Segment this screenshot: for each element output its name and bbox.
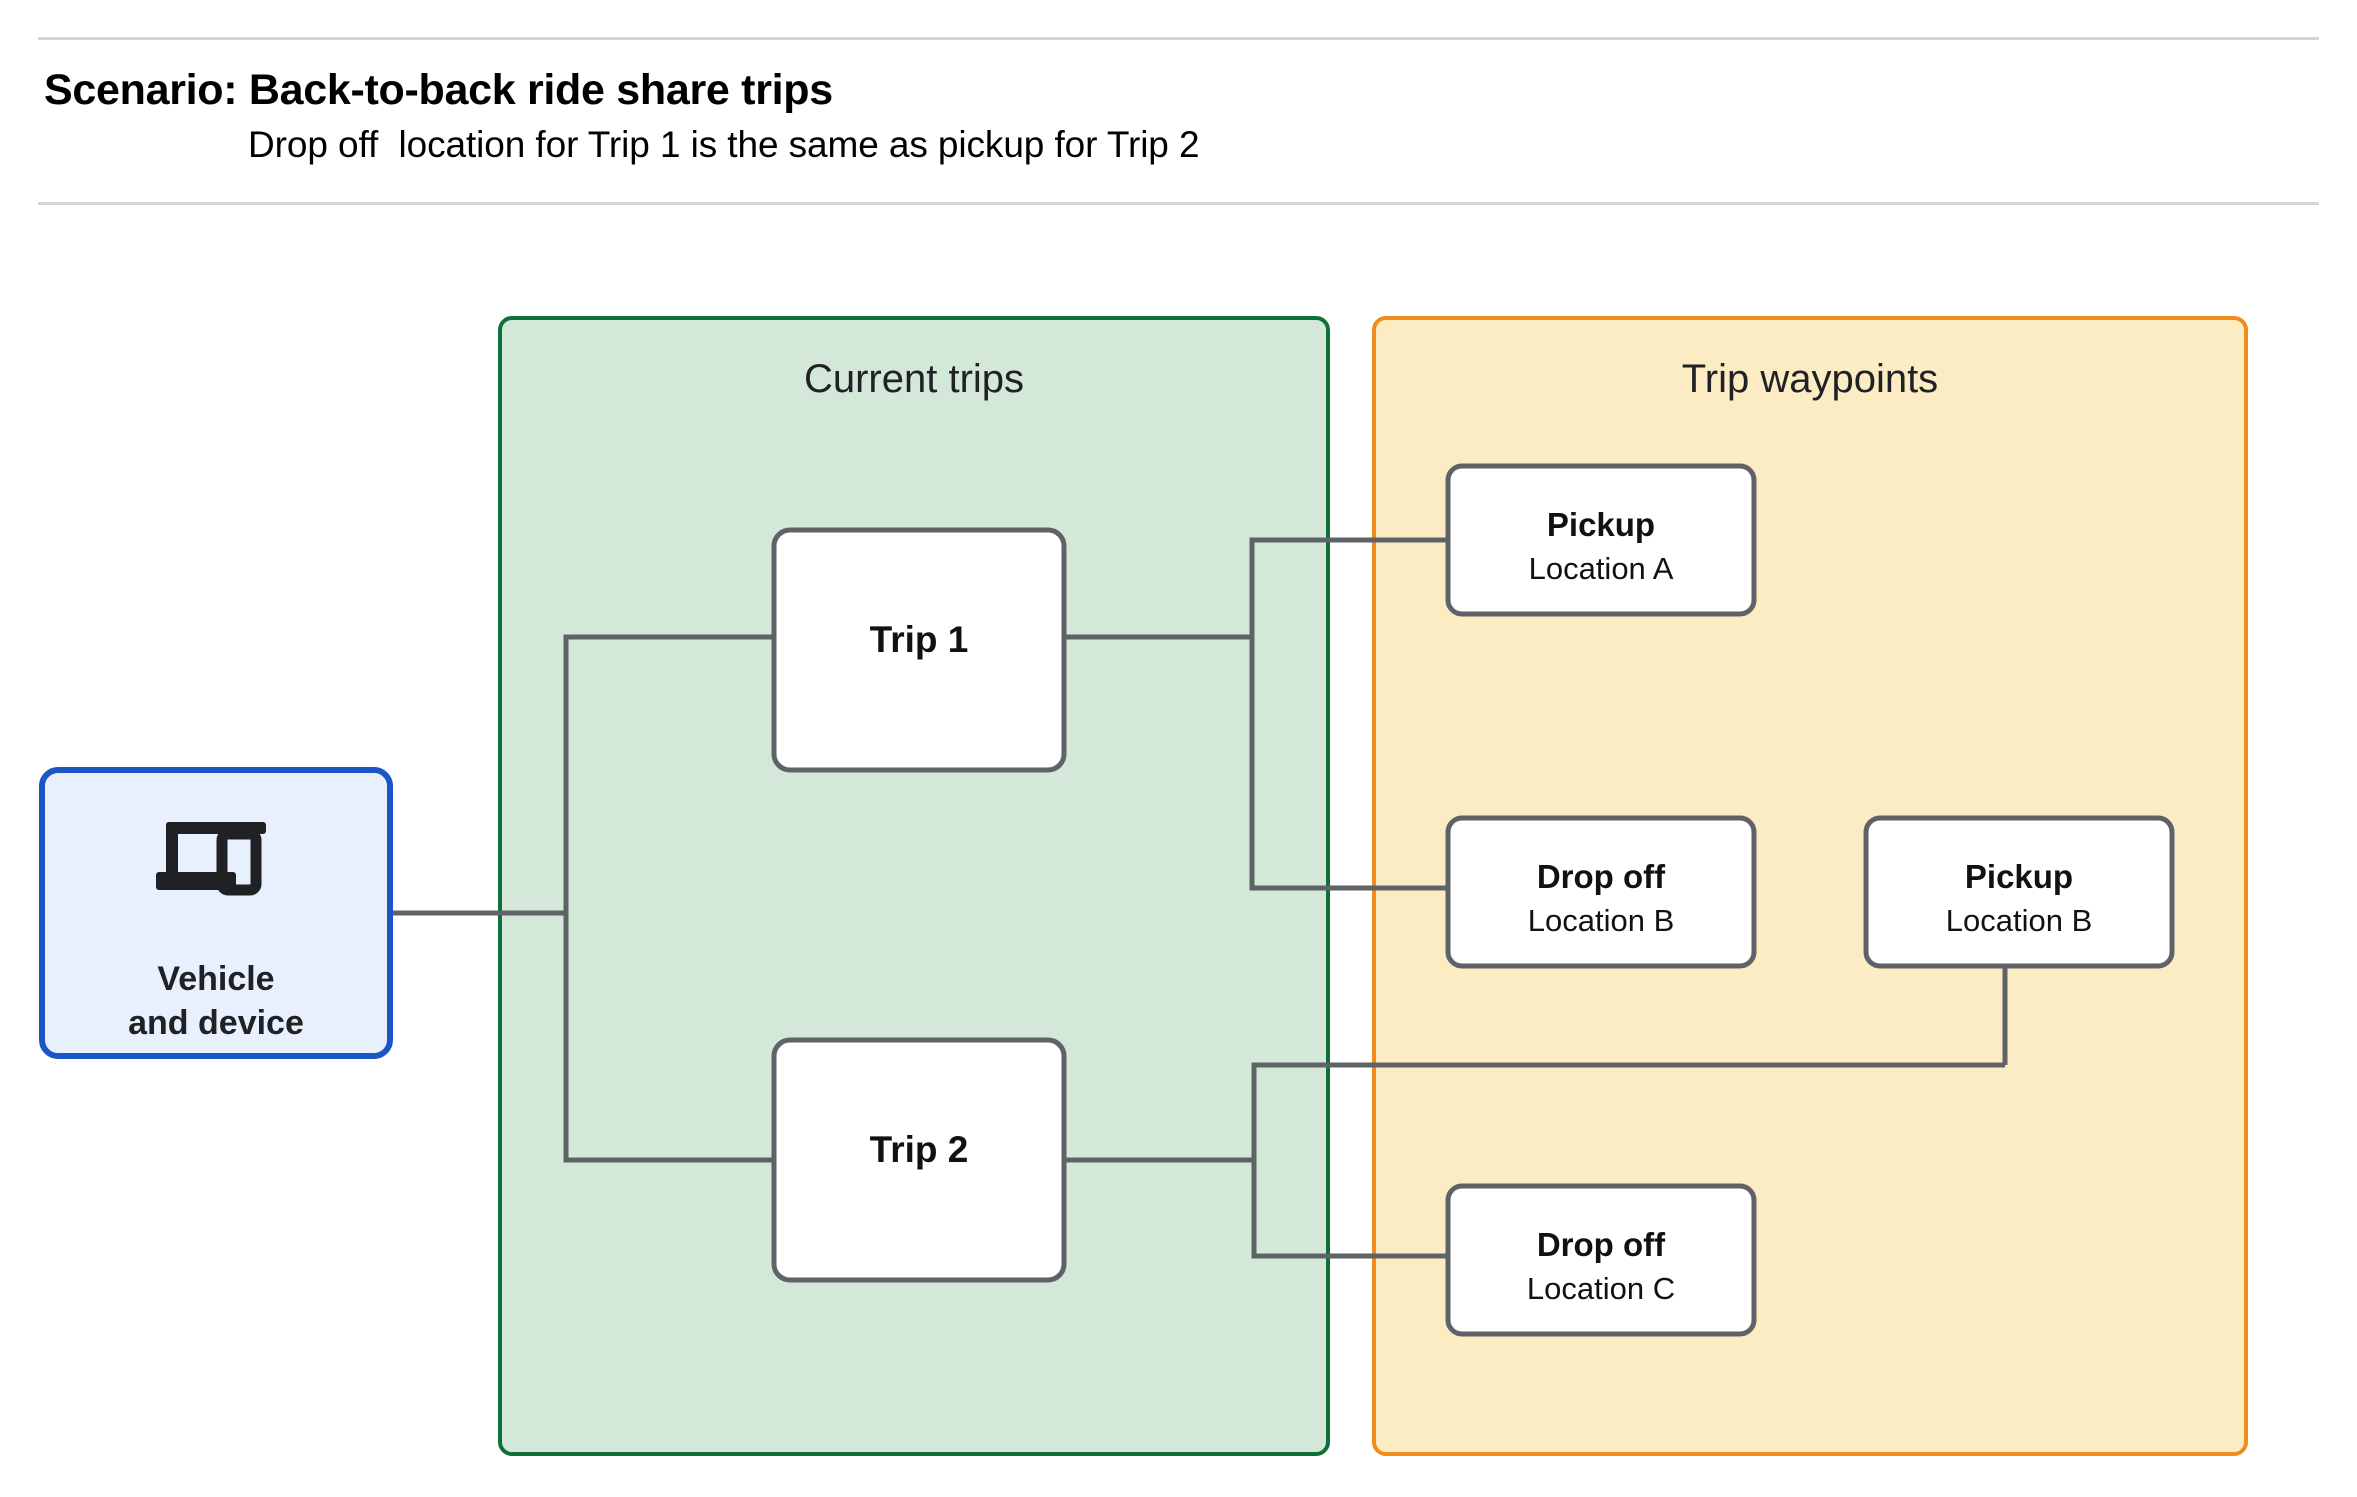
trip-2-box[interactable]	[771, 1037, 1067, 1283]
node-waypoint-pickup-a[interactable]: Pickup Location A	[1445, 463, 1757, 617]
edge-trip1-to-dropoff-b	[1249, 637, 1446, 891]
edge-trip1-to-pickup-a	[1063, 537, 1446, 640]
page-subtitle: Drop off location for Trip 1 is the same…	[248, 124, 1200, 165]
current-trips-title: Current trips	[804, 357, 1024, 401]
edge-vehicle-to-trip1	[390, 634, 772, 916]
vehicle-label-line2: and device	[128, 1004, 304, 1042]
node-trip-2[interactable]: Trip 2	[771, 1037, 1067, 1283]
trip-2-label: Trip 2	[870, 1129, 969, 1170]
waypoint-dropoff-b-location: Location B	[1528, 903, 1675, 938]
waypoint-dropoff-c-location: Location C	[1527, 1271, 1675, 1306]
waypoint-dropoff-b-type: Drop off	[1537, 858, 1666, 895]
trip-1-box[interactable]	[771, 527, 1067, 773]
vehicle-node-box[interactable]	[39, 767, 393, 1059]
waypoint-pickup-a-type: Pickup	[1547, 506, 1655, 543]
waypoint-pickup-b-box[interactable]	[1863, 815, 2175, 969]
waypoint-dropoff-b-box[interactable]	[1445, 815, 1757, 969]
node-waypoint-pickup-b[interactable]: Pickup Location B	[1863, 815, 2175, 969]
group-current-trips: Current trips	[498, 316, 1330, 1456]
waypoint-dropoff-c-type: Drop off	[1537, 1226, 1666, 1263]
devices-icon	[156, 822, 266, 896]
node-vehicle-and-device[interactable]: Vehicle and device	[39, 767, 393, 1059]
header-divider-bottom	[38, 202, 2319, 205]
waypoint-pickup-a-location: Location A	[1529, 551, 1674, 586]
trip-waypoints-title: Trip waypoints	[1682, 357, 1938, 401]
waypoint-pickup-b-location: Location B	[1946, 903, 2093, 938]
header-divider-top	[38, 37, 2319, 40]
trip-1-label: Trip 1	[870, 619, 969, 660]
node-waypoint-dropoff-c[interactable]: Drop off Location C	[1445, 1183, 1757, 1337]
page-title: Scenario: Back-to-back ride share trips	[44, 66, 833, 114]
node-trip-1[interactable]: Trip 1	[771, 527, 1067, 773]
node-waypoint-dropoff-b[interactable]: Drop off Location B	[1445, 815, 1757, 969]
connector-layer	[390, 537, 2008, 1259]
waypoint-pickup-b-type: Pickup	[1965, 858, 2073, 895]
current-trips-panel	[498, 316, 1330, 1456]
waypoint-pickup-a-box[interactable]	[1445, 463, 1757, 617]
edge-vehicle-to-trip2	[563, 913, 772, 1163]
edge-trip2-to-dropoff-c	[1251, 1160, 1446, 1259]
edge-trip2-to-pickup-b	[1063, 1062, 2005, 1163]
waypoint-dropoff-c-box[interactable]	[1445, 1183, 1757, 1337]
header: Scenario: Back-to-back ride share trips …	[0, 0, 2357, 210]
vehicle-label-line1: Vehicle	[157, 960, 274, 998]
